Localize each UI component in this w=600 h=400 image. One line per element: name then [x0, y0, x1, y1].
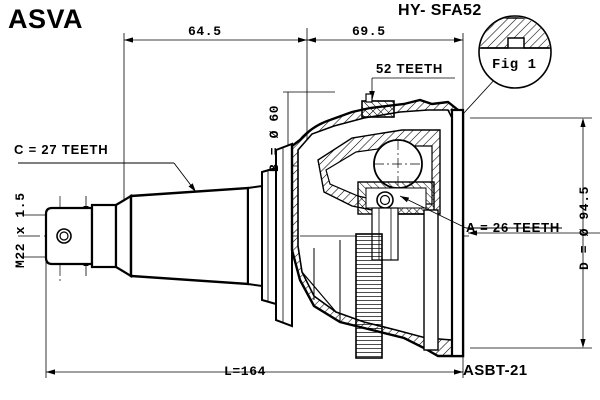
- inner-teeth-label: A = 26 TEETH: [466, 220, 561, 235]
- dimension-overall-length: L=164: [224, 364, 267, 379]
- dimension-left-length: 64.5: [188, 24, 222, 39]
- part-number: HY- SFA52: [398, 2, 482, 19]
- fig1-label: Fig 1: [492, 57, 537, 73]
- fig1-detail-view: [478, 15, 552, 89]
- catalog-code: ASBT-21: [463, 362, 528, 379]
- cv-boot: [261, 142, 293, 328]
- dimension-lines: [22, 28, 600, 378]
- boot-diameter-label: B = Ø 60: [267, 104, 282, 172]
- joint-housing: [290, 98, 465, 359]
- thread-spec-label: M22 x 1.5: [13, 192, 28, 268]
- flange-diameter-label: D = Ø 94.5: [577, 185, 592, 270]
- drive-shaft: [44, 184, 263, 288]
- brand-logo: ASVA: [8, 4, 84, 34]
- abs-ring-teeth-label: 52 TEETH: [376, 61, 444, 76]
- abs-sensor-ring-block: [361, 93, 395, 118]
- leader-lines: [18, 77, 562, 229]
- dimension-right-length: 69.5: [352, 24, 386, 39]
- shaft-teeth-label: C = 27 TEETH: [14, 142, 109, 157]
